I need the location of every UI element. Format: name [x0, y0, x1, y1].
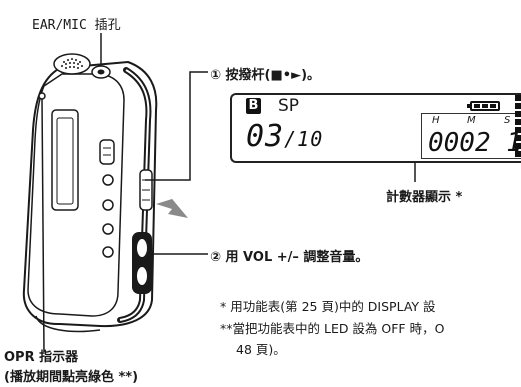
opr-indicator-light: [38, 92, 46, 100]
counter-box: H M S 0002 1: [421, 113, 521, 159]
callout-1-leader: [145, 71, 208, 181]
footnote-2-line2: 48 頁)。: [236, 342, 286, 357]
recording-mode: SP: [278, 96, 300, 116]
counter-value: 0002 1: [428, 128, 521, 158]
hold-slider: [99, 139, 115, 165]
counter-display-label: 計數器顯示 *: [386, 190, 463, 205]
seconds-label: S: [504, 115, 511, 126]
front-button-4: [102, 246, 114, 258]
callout-1-text: ① 按撥杆(■•►)。: [210, 68, 321, 83]
file-number: 03/10: [246, 119, 324, 154]
front-button-1: [102, 174, 114, 186]
minutes-label: M: [467, 115, 476, 126]
battery-icon: [467, 101, 500, 111]
file-number-total: 10: [297, 127, 324, 151]
lcd-display: B SP 03/10 H M S 0002 1: [230, 93, 521, 163]
microphone-grille: [53, 53, 91, 75]
footnote-2-line1: **當把功能表中的 LED 設為 OFF 時，O: [220, 321, 445, 336]
hours-label: H: [432, 115, 440, 126]
folder-b-icon: B: [246, 98, 261, 114]
level-meter: [515, 95, 521, 161]
front-button-2: [102, 199, 114, 211]
opr-indicator-label: OPR 指示器: [4, 350, 79, 365]
callout-2-text: ② 用 VOL +/– 調整音量。: [210, 250, 369, 265]
file-number-current: 03: [246, 119, 285, 154]
ear-mic-jack-label: EAR/MIC 插孔: [32, 18, 121, 33]
opr-indicator-note: (播放期間點亮綠色 **): [4, 370, 139, 385]
volume-buttons: [132, 232, 152, 294]
front-button-3: [102, 223, 114, 235]
footnote-1: * 用功能表(第 25 頁)中的 DISPLAY 設: [220, 299, 436, 314]
direction-arrow: [156, 194, 188, 218]
